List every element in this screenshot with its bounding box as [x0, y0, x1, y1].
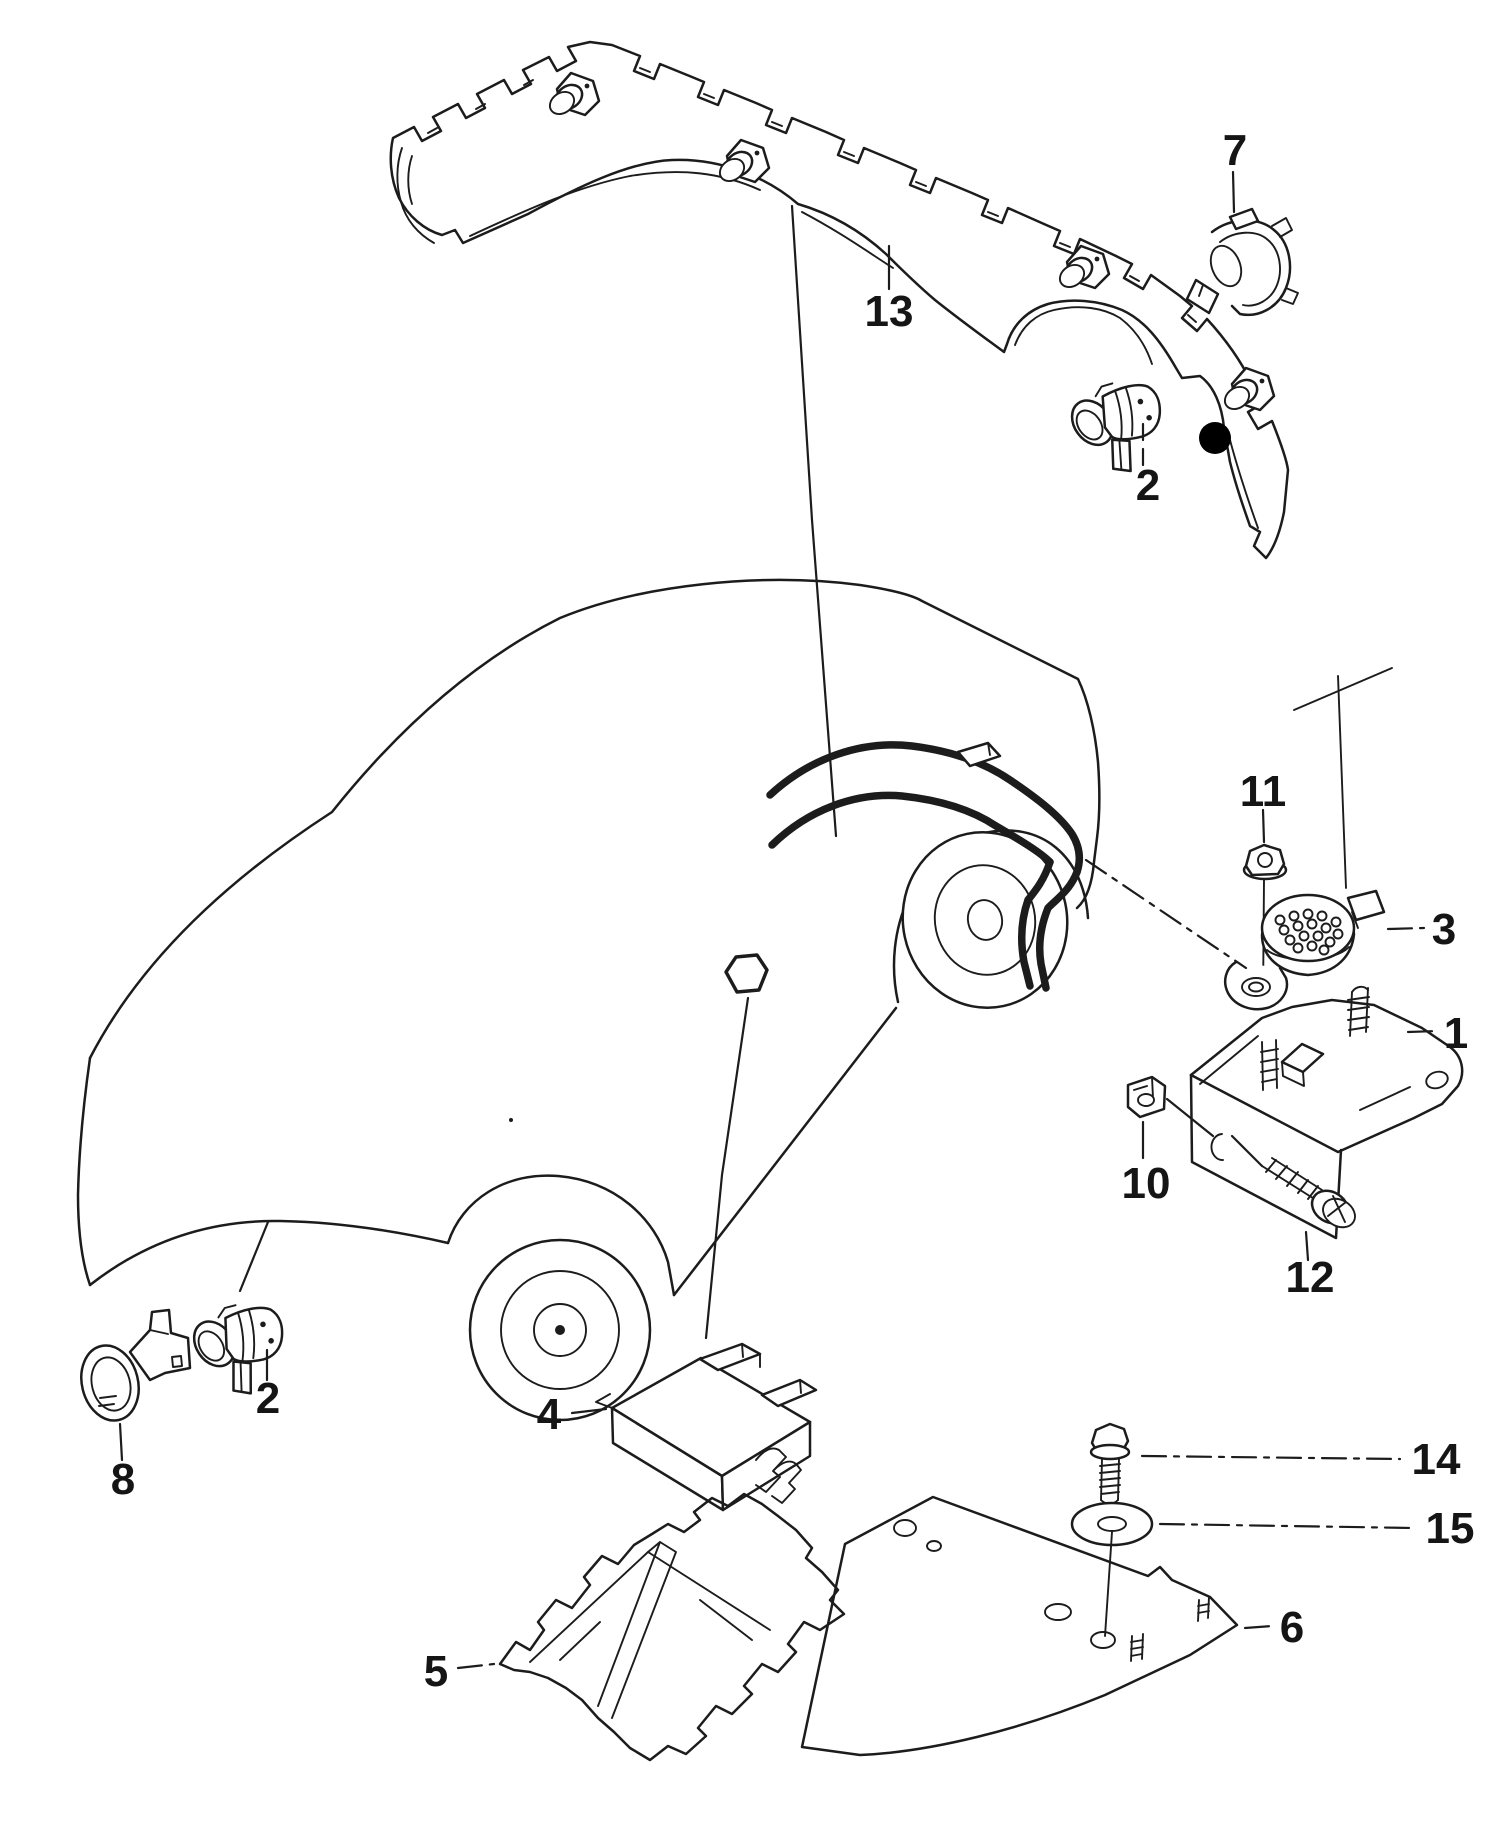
callouts: 13 7 2 11 3 1 10 12 8 2 4 5 14 15 6: [111, 126, 1475, 1696]
callout-10[interactable]: 10: [1122, 1159, 1171, 1208]
module-housing-tray-drawing: [498, 1492, 846, 1762]
bolt-drawing: [1089, 1422, 1131, 1513]
rear-wheel: [901, 831, 1069, 1009]
retainer-clip-drawing: [1185, 207, 1299, 317]
callout-11[interactable]: 11: [1240, 767, 1287, 816]
callout-13[interactable]: 13: [865, 287, 914, 336]
tapping-screw-drawing: [1230, 1134, 1356, 1229]
harness-grommet: [724, 953, 769, 994]
callout-2-bumper[interactable]: 2: [1136, 461, 1160, 510]
rear-bumper-cover-drawing: [389, 40, 1290, 560]
bumper-sensor-bump: [718, 138, 771, 184]
retainer-ring-drawing: [80, 1308, 192, 1422]
callout-2-front[interactable]: 2: [256, 1374, 280, 1423]
retaining-plate-drawing: [800, 1495, 1239, 1757]
control-module-drawing: [595, 1342, 818, 1512]
callout-12[interactable]: 12: [1286, 1253, 1335, 1302]
callout-7[interactable]: 7: [1223, 126, 1247, 175]
harness-connector: [956, 741, 1002, 768]
leader-lines: [118, 170, 1440, 1670]
wiring-harness-drawing: [766, 741, 1084, 992]
callout-8[interactable]: 8: [111, 1455, 135, 1504]
hex-nut-drawing: [1242, 843, 1288, 881]
front-wheel: [468, 1238, 652, 1422]
car-silhouette-drawing: [76, 578, 1101, 1422]
callout-14[interactable]: 14: [1412, 1435, 1461, 1484]
bumper-sensor-bump: [548, 71, 601, 117]
buzzer-speaker-holes: [1274, 908, 1344, 956]
callout-4[interactable]: 4: [537, 1390, 562, 1439]
position-marker-dot[interactable]: [1199, 422, 1231, 454]
callout-5[interactable]: 5: [424, 1647, 448, 1696]
clip-nut-drawing: [1126, 1075, 1215, 1138]
callout-6[interactable]: 6: [1280, 1603, 1304, 1652]
bumper-sensor-bump: [1223, 366, 1276, 412]
callout-3[interactable]: 3: [1432, 905, 1456, 954]
buzzer-bracket-assembly: [1126, 667, 1464, 1240]
callout-1[interactable]: 1: [1444, 1009, 1468, 1058]
washer-drawing: [1070, 1501, 1154, 1637]
bumper-sensor-bump: [1058, 244, 1111, 290]
callout-15[interactable]: 15: [1426, 1504, 1475, 1553]
